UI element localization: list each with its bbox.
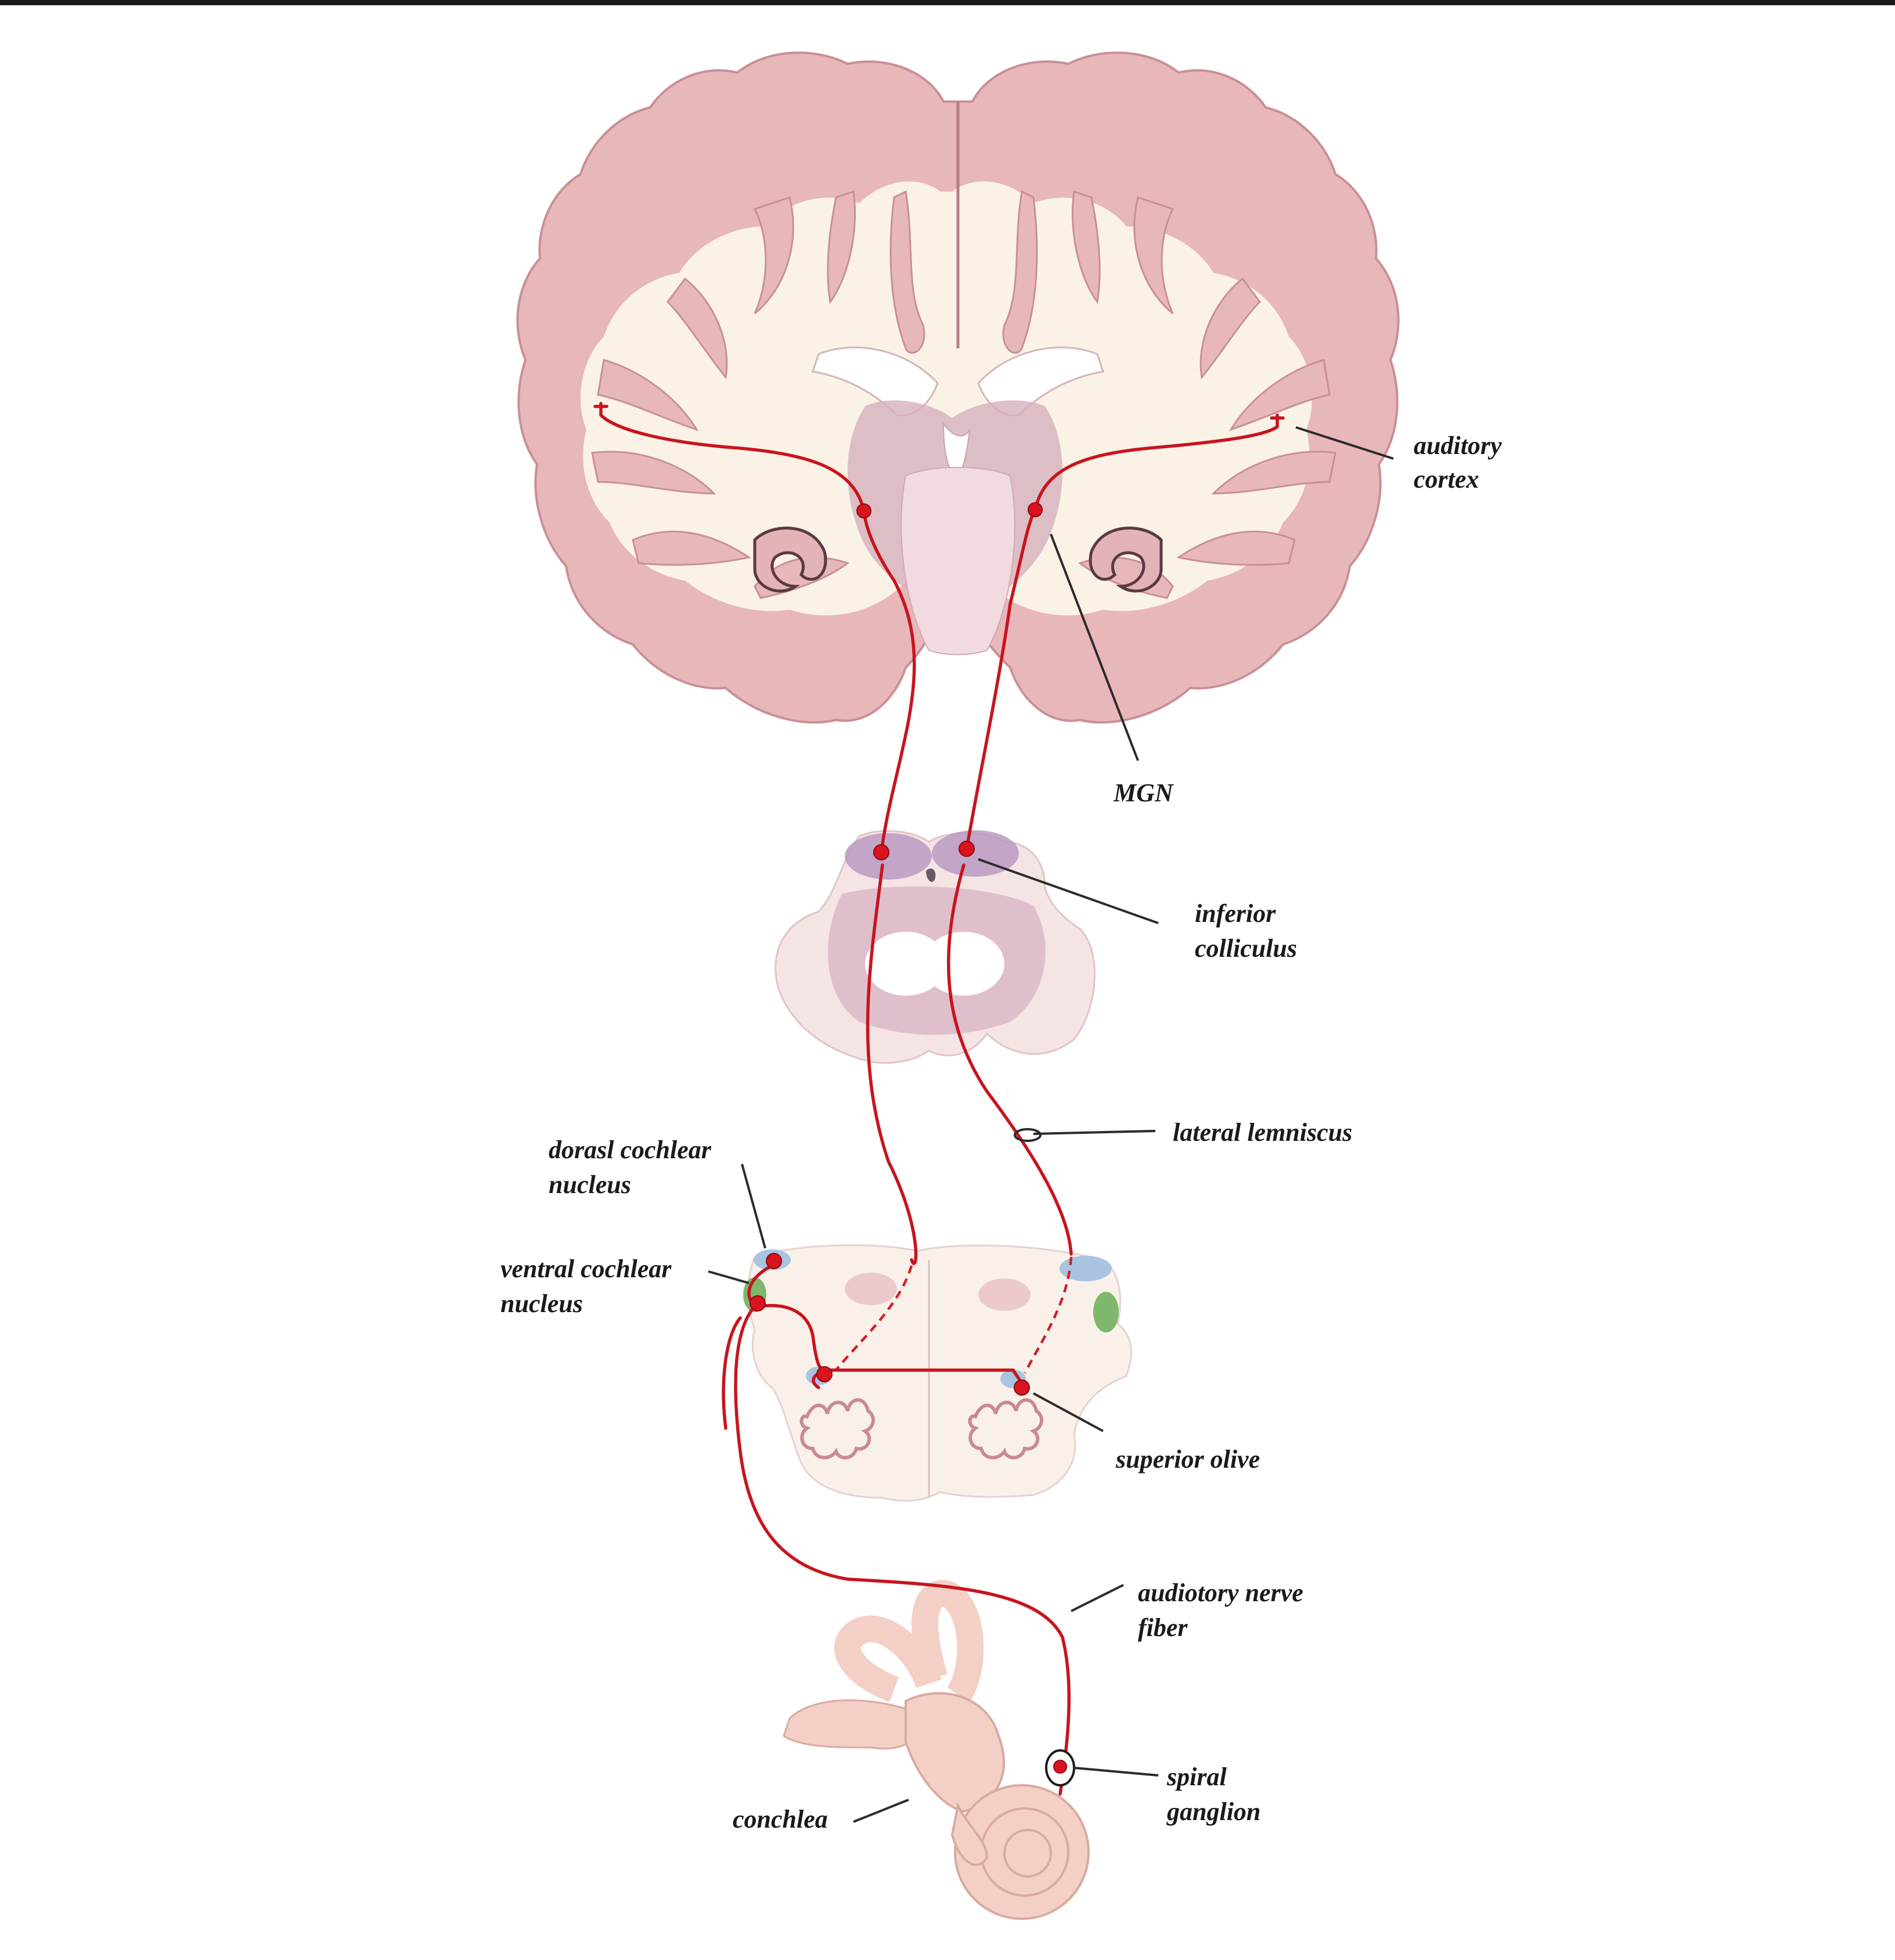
superior-olive-label: superior olive [1115, 1445, 1260, 1473]
superior-olive-leader [1033, 1392, 1104, 1432]
auditory-nerve-fiber-path [734, 1305, 1071, 1796]
dorsal-cochlear-nucleus-label-line2: nucleus [549, 1170, 631, 1199]
cochlea-leader [853, 1799, 909, 1823]
left-superior-olive-neuron [816, 1366, 833, 1382]
auditory-nerve-fiber-leader [1071, 1584, 1124, 1612]
cochlea-label: conchlea [733, 1805, 828, 1833]
ventral-cochlear-nucleus-label-line1: ventral cochlear [500, 1255, 672, 1283]
right-cortex-terminal [1270, 413, 1285, 428]
top-border [0, 0, 1895, 5]
inner-ear [783, 1580, 1090, 1920]
inferior-colliculus-label-line1: inferior [1195, 899, 1276, 928]
dorsal-cochlear-nucleus-label-line1: dorasl cochlear [549, 1136, 712, 1164]
semicircular-canal-superior [834, 1615, 942, 1702]
mgn-leader [1050, 534, 1139, 761]
spiral-ganglion-label-line2: ganglion [1166, 1797, 1260, 1826]
inferior-colliculus-label-line2: colliculus [1195, 934, 1297, 963]
left-thalamocortical-projection [599, 413, 866, 513]
auditory-nerve-fiber-label-line1: audiotory nerve [1138, 1579, 1303, 1607]
brainstem-midbrain [900, 467, 1015, 655]
right-hippocampus [1089, 527, 1163, 593]
left-colliculus-to-mgn [862, 509, 916, 854]
ventral-cochlear-nucleus-label-line2: nucleus [500, 1289, 583, 1318]
auditory-cortex-label-line1: auditory [1414, 431, 1502, 460]
auditory-nerve-fiber-label-line2: fiber [1138, 1613, 1188, 1642]
right-colliculus-to-mgn [965, 508, 1037, 851]
cochlea-spiral-outer [954, 1784, 1090, 1920]
lateral-lemniscus-label: lateral lemniscus [1173, 1118, 1352, 1147]
auditory-cortex-leader [1295, 426, 1394, 460]
right-superior-olive-neuron [1014, 1379, 1030, 1396]
auditory-pathway [593, 402, 1285, 1796]
left-cortex-terminal [593, 402, 608, 417]
midbrain-white-center-left [865, 932, 946, 996]
cerebral-aqueduct [926, 868, 936, 882]
auditory-nerve-descending-branch [722, 1316, 742, 1430]
mgn-label: MGN [1113, 779, 1175, 807]
cochlea-spiral-inner [1003, 1829, 1052, 1878]
right-lateral-lemniscus [947, 863, 1073, 1256]
midbrain-white-center-right [923, 932, 1004, 996]
spiral-ganglion-leader [1073, 1767, 1159, 1777]
ventral-cochlear-nucleus-leader [708, 1270, 750, 1284]
brainstem-pons-section [743, 1244, 1132, 1502]
spiral-ganglion-label-line1: spiral [1166, 1763, 1227, 1791]
right-dorsal-cochlear-nucleus-region [1060, 1256, 1112, 1281]
auditory-cortex-label-line2: cortex [1414, 465, 1479, 493]
right-lemniscus-dashed [1024, 1256, 1073, 1374]
inferior-colliculus-leader [978, 858, 1159, 924]
ventral-cochlear-nucleus-neuron [750, 1295, 766, 1312]
midbrain-section [774, 830, 1096, 1064]
pons-nucleus-right [978, 1278, 1031, 1311]
pons-outline [747, 1244, 1132, 1502]
dorsal-cochlear-nucleus-leader [741, 1163, 766, 1249]
semicircular-canal-lateral [783, 1699, 921, 1750]
dorsal-cochlear-nucleus-neuron [766, 1253, 782, 1269]
left-lemniscus-dashed [835, 1265, 913, 1371]
right-inferior-colliculus-neuron [959, 841, 975, 857]
labels: auditory cortex MGN inferior colliculus … [500, 431, 1502, 1833]
lateral-lemniscus-leader [1033, 1130, 1156, 1135]
coronal-brain-section [516, 51, 1400, 724]
pons-nucleus-left [845, 1273, 897, 1305]
neuron-cell-bodies [750, 502, 1075, 1786]
right-mgn-neuron [1028, 502, 1043, 517]
left-mgn-neuron [856, 503, 871, 518]
right-thalamocortical-projection [1033, 425, 1279, 511]
semicircular-canal-posterior [912, 1580, 984, 1703]
leader-lines [708, 426, 1394, 1823]
left-inferior-colliculus-neuron [873, 844, 889, 860]
left-lateral-lemniscus [866, 863, 918, 1265]
left-inferior-olive [799, 1398, 875, 1460]
spiral-ganglion-neuron [1053, 1760, 1067, 1774]
cochlea-base [950, 1802, 989, 1867]
left-hippocampus [753, 527, 827, 593]
right-ventral-cochlear-nucleus-region [1093, 1292, 1119, 1332]
lateral-lemniscus-leader-loop [1014, 1128, 1042, 1142]
vestibule [905, 1692, 1006, 1813]
right-inferior-olive [968, 1398, 1043, 1460]
